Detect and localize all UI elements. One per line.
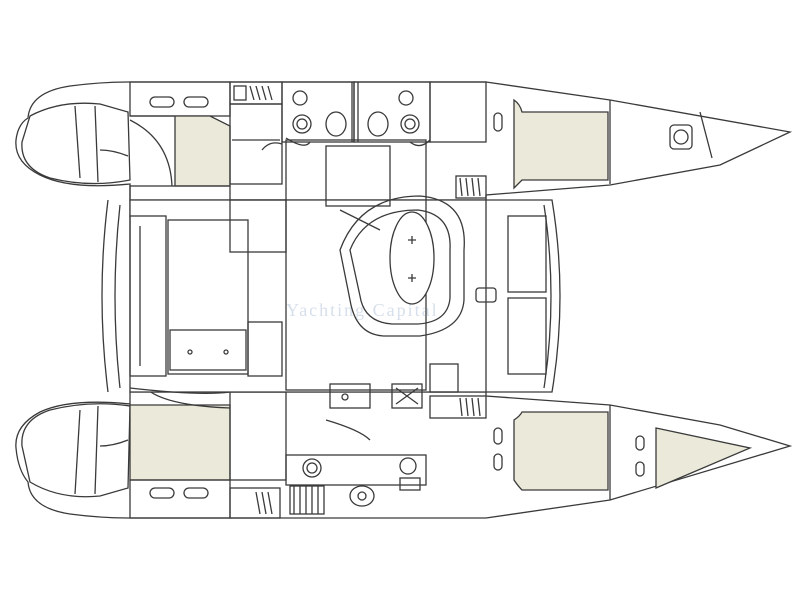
top-hull-outline [15,81,793,201]
saloon-settee [339,195,465,337]
cockpit [129,199,287,394]
galley-counter [329,383,371,409]
bottom-forward-cabin [429,395,753,500]
bottom-forward-berth [513,411,609,491]
saloon [285,139,497,441]
shower-grate [289,485,325,515]
watermark-text: Yachting Capital [286,300,439,320]
top-forward-berth [513,98,609,190]
trampoline-area [507,215,547,375]
head-sink-2 [398,90,414,106]
bottom-aft-berth [129,404,231,481]
top-forward-cabin [429,81,713,199]
fridge [429,363,459,393]
anchor-locker-top [669,124,693,150]
bottom-stern-step [21,403,131,498]
bottom-bow-berth [655,427,753,489]
toilet-2 [367,111,389,137]
bottom-sink [399,457,417,475]
saloon-table [389,211,435,305]
head-sink-1 [292,90,308,106]
nav-station [325,145,391,207]
top-stern-step [21,102,131,185]
bottom-aft-cabin [129,379,231,519]
bottom-toilet [349,485,375,507]
stove [391,383,423,409]
cockpit-table [167,219,249,375]
toilet-1 [325,111,347,137]
